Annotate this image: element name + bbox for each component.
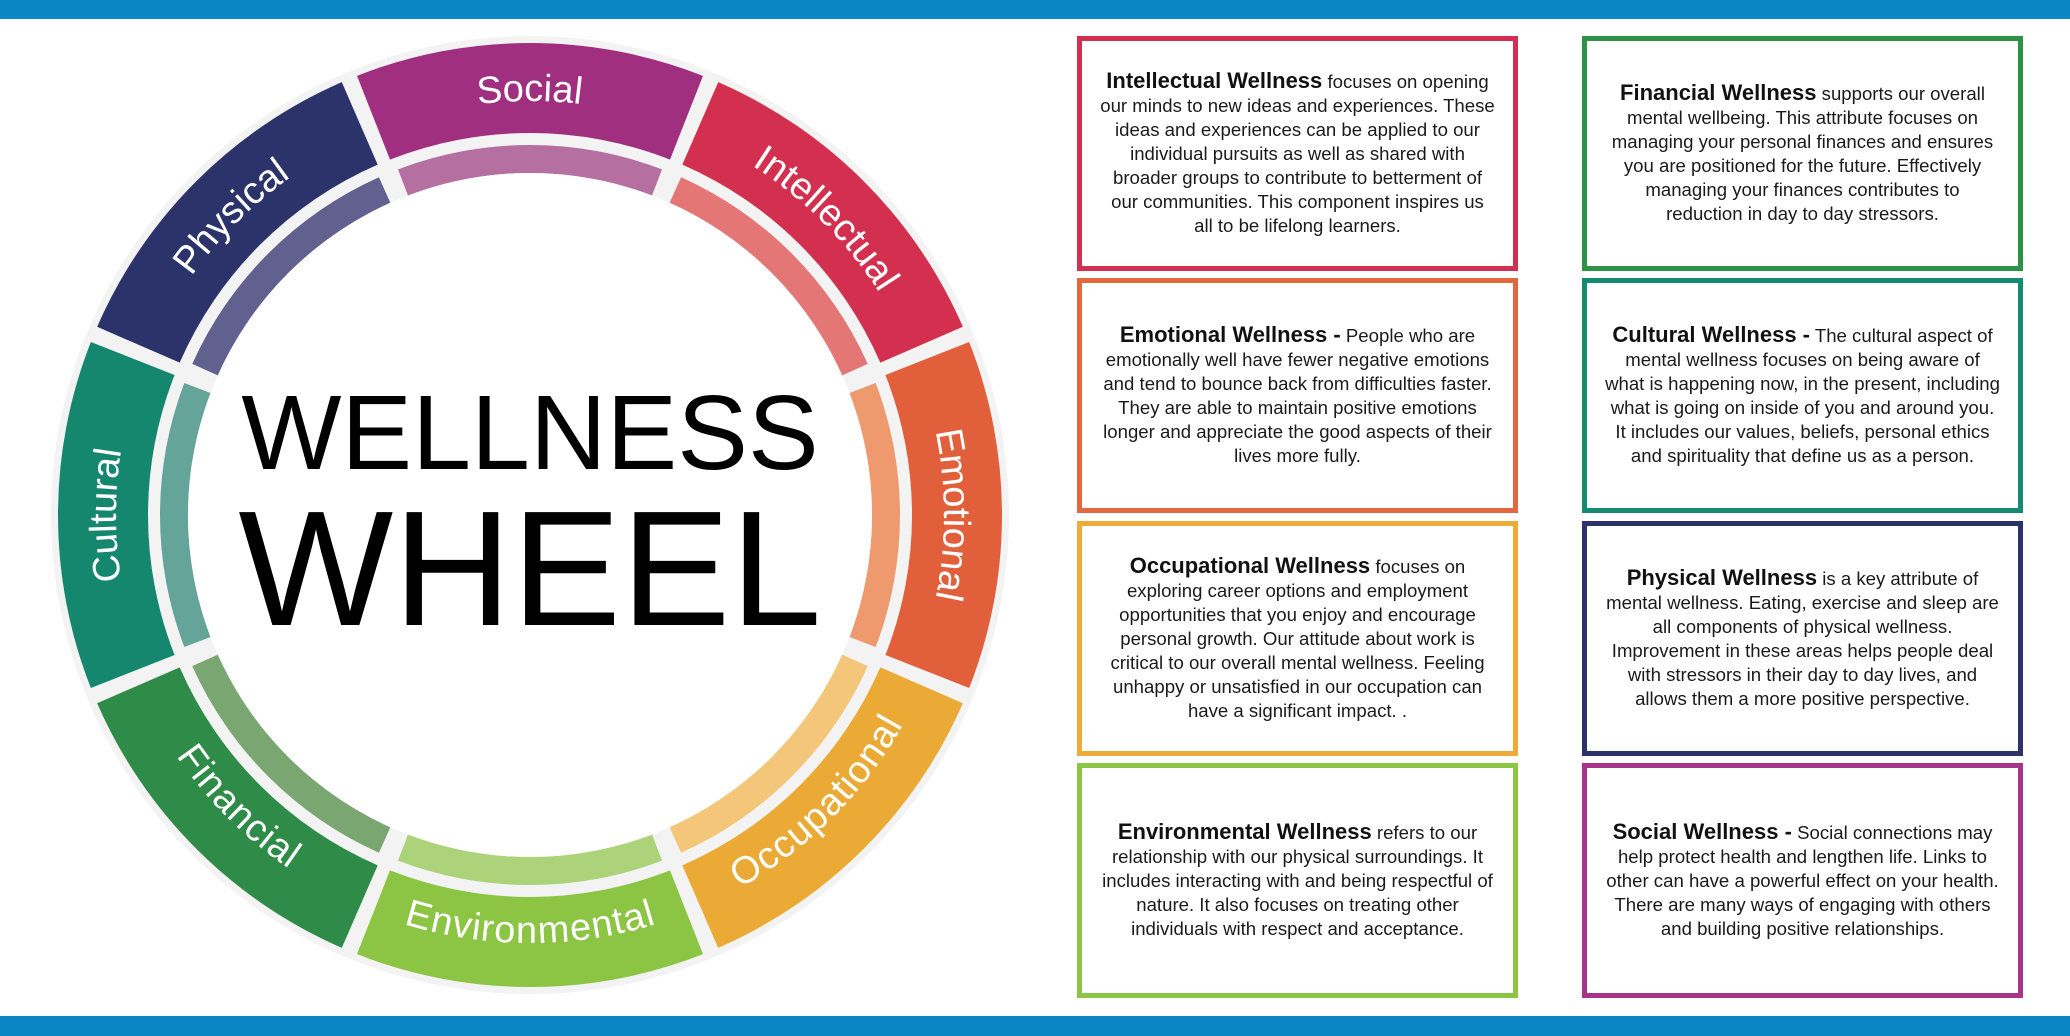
outer-segment-financial <box>97 667 378 948</box>
card-physical-text: Physical Wellness is a key attribute of … <box>1605 566 2000 711</box>
card-cultural-heading: Cultural Wellness - <box>1612 322 1811 347</box>
segment-label-text-social: Social <box>475 68 585 113</box>
card-emotional-wellness: Emotional Wellness - People who are emot… <box>1077 278 1518 513</box>
outer-segment-social <box>357 42 703 160</box>
inner-segment-occupational <box>669 654 868 853</box>
card-environmental-wellness: Environmental Wellness refers to our rel… <box>1077 763 1518 998</box>
card-environmental-heading: Environmental Wellness <box>1117 819 1372 844</box>
card-social-wellness: Social Wellness - Social connections may… <box>1582 763 2023 998</box>
card-social-heading: Social Wellness - <box>1612 819 1792 844</box>
card-occupational-heading: Occupational Wellness <box>1129 553 1371 578</box>
segment-label-cultural: Cultural <box>83 445 130 585</box>
wheel-title-line2: WHEEL <box>238 477 821 660</box>
inner-segment-social <box>398 145 662 196</box>
card-environmental-text: Environmental Wellness refers to our rel… <box>1100 820 1495 941</box>
inner-ring <box>160 145 900 885</box>
outer-segment-intellectual <box>682 82 963 363</box>
inner-segment-environmental <box>398 834 662 885</box>
card-financial-text: Financial Wellness supports our overall … <box>1605 81 2000 226</box>
card-intellectual-heading: Intellectual Wellness <box>1106 68 1323 93</box>
outer-segment-environmental <box>357 870 703 988</box>
card-cultural-wellness: Cultural Wellness - The cultural aspect … <box>1582 278 2023 513</box>
card-cultural-body: The cultural aspect of mental wellness f… <box>1605 325 2000 466</box>
top-band <box>0 0 2070 19</box>
card-financial-body: supports our overall mental wellbeing. T… <box>1611 83 1994 224</box>
card-physical-wellness: Physical Wellness is a key attribute of … <box>1582 521 2023 756</box>
card-cultural-text: Cultural Wellness - The cultural aspect … <box>1605 323 2000 468</box>
card-emotional-text: Emotional Wellness - People who are emot… <box>1100 323 1495 468</box>
bottom-band <box>0 1016 2070 1036</box>
segment-label-text-cultural: Cultural <box>83 445 130 585</box>
card-occupational-wellness: Occupational Wellness focuses on explori… <box>1077 521 1518 756</box>
inner-segment-emotional <box>849 383 900 647</box>
inner-segment-intellectual <box>669 177 868 376</box>
wellness-wheel: SocialIntellectualEmotionalOccupationalE… <box>51 36 1009 994</box>
card-physical-heading: Physical Wellness <box>1626 565 1818 590</box>
card-social-text: Social Wellness - Social connections may… <box>1605 820 2000 941</box>
card-emotional-heading: Emotional Wellness - <box>1119 322 1341 347</box>
outer-segment-emotional <box>885 342 1003 688</box>
card-social-body: Social connections may help protect heal… <box>1606 822 1999 939</box>
outer-segment-cultural <box>57 342 175 688</box>
inner-segment-financial <box>192 654 391 853</box>
card-intellectual-wellness: Intellectual Wellness focuses on opening… <box>1077 36 1518 271</box>
wheel-center <box>188 173 872 857</box>
outer-segment-occupational <box>682 667 963 948</box>
card-physical-body: is a key attribute of mental wellness. E… <box>1606 568 1999 709</box>
card-financial-heading: Financial Wellness <box>1620 80 1817 105</box>
card-intellectual-body: focuses on opening our minds to new idea… <box>1100 71 1495 236</box>
outer-segment-physical <box>97 82 378 363</box>
card-occupational-text: Occupational Wellness focuses on explori… <box>1100 554 1495 723</box>
wheel-title-line1: WELLNESS <box>241 374 818 492</box>
card-emotional-body: People who are emotionally well have few… <box>1103 325 1492 466</box>
card-occupational-body: focuses on exploring career options and … <box>1110 556 1485 721</box>
segment-label-social: Social <box>475 68 586 113</box>
card-intellectual-text: Intellectual Wellness focuses on opening… <box>1100 69 1495 238</box>
inner-segment-physical <box>192 177 391 376</box>
outer-ring <box>57 42 1003 988</box>
card-environmental-body: refers to our relationship with our phys… <box>1102 822 1493 939</box>
card-financial-wellness: Financial Wellness supports our overall … <box>1582 36 2023 271</box>
inner-segment-cultural <box>160 383 211 647</box>
